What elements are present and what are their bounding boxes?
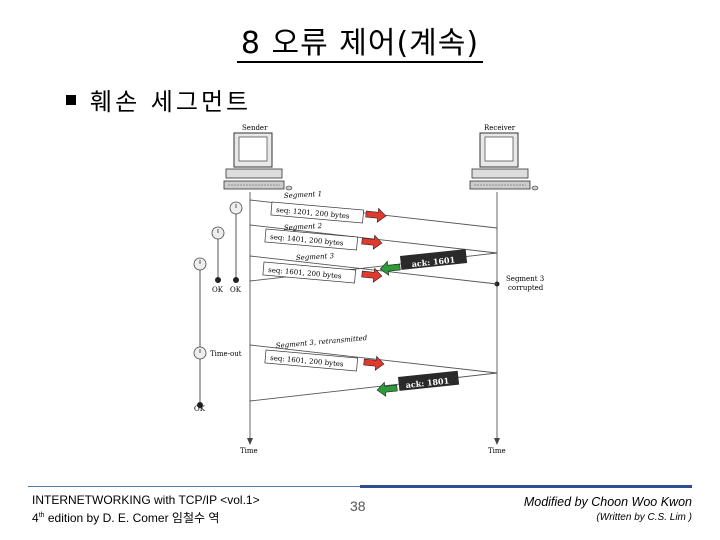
- timer-clock-icon: [193, 346, 207, 360]
- bullet-text: 훼손 세그먼트: [90, 88, 252, 116]
- segment-1-box: [270, 201, 365, 224]
- segment-2-box: [264, 228, 359, 251]
- ok-label-1: OK: [212, 286, 224, 294]
- segment-1-name: Segment 1: [284, 190, 323, 200]
- slide-title-text: 8 오류 제어(계속): [236, 26, 484, 63]
- corrupted-label-line1: Segment 3: [506, 275, 544, 283]
- green-arrow-icon: [376, 381, 398, 397]
- edition-number: 4: [32, 511, 39, 525]
- receiver-time-arrowhead: [494, 438, 500, 445]
- footer-divider-accent: [360, 485, 692, 488]
- red-arrow-icon: [363, 355, 385, 371]
- footer-edition: 4th edition by D. E. Comer 임철수 역: [32, 508, 260, 526]
- timer-stop-dot: [233, 277, 239, 283]
- timer-clock-icon: [193, 257, 207, 271]
- sender-label: Sender: [242, 124, 268, 132]
- footer-book-title: INTERNETWORKING with TCP/IP <vol.1>: [32, 493, 260, 507]
- timer-stop-dot: [215, 277, 221, 283]
- footer-left: INTERNETWORKING with TCP/IP <vol.1> 4th …: [32, 492, 260, 526]
- timer-stop-dot: [197, 402, 203, 408]
- green-arrow-icon: [379, 260, 401, 276]
- slide-title: 8 오류 제어(계속): [0, 18, 720, 63]
- timeout-label: Time-out: [210, 350, 242, 358]
- sender-time-arrowhead: [247, 438, 253, 445]
- segment-3-box: [262, 261, 357, 284]
- sender-computer-icon: [223, 132, 293, 191]
- footer-written-by: (Written by C.S. Lim ): [596, 512, 692, 523]
- timer-clock-icon: [211, 226, 225, 240]
- ok-label-2: OK: [230, 286, 242, 294]
- corrupted-label-line2: corrupted: [508, 284, 544, 292]
- segment-3-line: [249, 255, 498, 285]
- time-right-label: Time: [488, 447, 506, 455]
- segment-3-name: Segment 3: [296, 252, 335, 262]
- corrupted-segment-diagram: Sender Receiver Time Time OK OK OK: [193, 124, 544, 455]
- red-arrow-icon: [361, 234, 383, 250]
- receiver-label: Receiver: [484, 124, 516, 132]
- time-left-label: Time: [240, 447, 258, 455]
- red-arrow-icon: [365, 207, 387, 223]
- segment-3-retransmit-line: [249, 344, 498, 374]
- red-arrow-icon: [361, 267, 383, 283]
- ack-1801-box: [398, 370, 460, 391]
- edition-author: edition by D. E. Comer 임철수 역: [44, 511, 220, 525]
- segment-3-retransmit-box: [264, 349, 359, 372]
- page-number: 38: [350, 498, 366, 514]
- ack-1601-label: ack: 1601: [411, 254, 455, 269]
- ok-label-3: OK: [194, 405, 206, 413]
- bullet-square-icon: [66, 94, 76, 105]
- receiver-computer-icon: [469, 132, 539, 191]
- ack-1801-label: ack: 1801: [405, 375, 449, 390]
- segment-2-name: Segment 2: [284, 222, 323, 232]
- bullet-item: 훼손 세그먼트: [66, 82, 251, 117]
- timer-clock-icon: [229, 201, 243, 215]
- ack-1801-line: [249, 372, 498, 402]
- ack-1601-box: [400, 249, 468, 270]
- segment-3-retransmit-name: Segment 3, retransmitted: [275, 334, 368, 350]
- footer-modified-by: Modified by Choon Woo Kwon: [523, 495, 692, 509]
- edition-suffix: th: [38, 512, 45, 519]
